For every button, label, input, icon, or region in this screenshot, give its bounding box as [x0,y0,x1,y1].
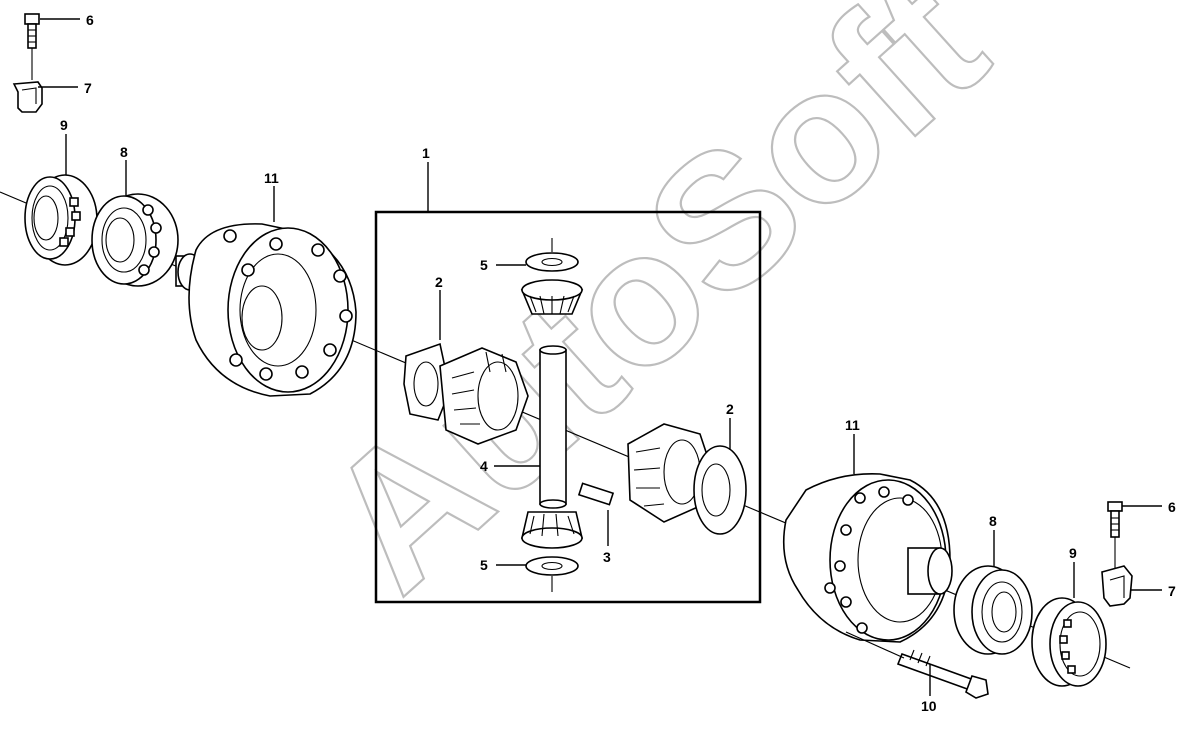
callout-2-right: 2 [726,401,734,417]
differential-case-part-right [782,473,953,643]
leader-lines [38,18,1162,696]
lock-plate-part-right [1101,565,1133,607]
thrust-washer-part-top [525,252,579,272]
callout-9-left: 9 [60,117,68,133]
adjusting-ring-part-right [1031,597,1107,687]
cross-shaft-part [539,345,567,509]
callout-8-right: 8 [989,513,997,529]
callout-11-right: 11 [845,417,860,433]
side-gear-part-right [627,423,747,535]
callout-2-left: 2 [435,274,443,290]
lock-plate-part-left [12,81,43,113]
callout-10: 10 [921,698,937,714]
side-gear-part-left [403,342,529,445]
callout-6-left: 6 [86,12,94,28]
callout-3: 3 [603,549,611,565]
bolt-part-left [24,13,40,49]
differential-case-part-left [175,223,357,397]
callout-11-left: 11 [264,170,279,186]
kit-frame [374,210,762,604]
callout-7-left: 7 [84,80,92,96]
bolt-part-right [1107,501,1123,538]
callout-1: 1 [422,145,430,161]
callout-8-left: 8 [120,144,128,160]
pinion-gear-part-top [520,279,584,315]
callout-5-top: 5 [480,257,488,273]
thrust-washer-part-bottom [525,556,579,576]
adjusting-ring-part-left [24,174,98,266]
case-bolt-part [896,649,989,699]
lock-pin-part [577,482,615,506]
pinion-gear-part-bottom [520,511,584,549]
callout-6-right: 6 [1168,499,1176,515]
bearing-part-right [953,565,1033,655]
callout-7-right: 7 [1168,583,1176,599]
callout-4: 4 [480,458,488,474]
callout-9-right: 9 [1069,545,1077,561]
callout-5-bottom: 5 [480,557,488,573]
bearing-part-left [91,193,179,287]
